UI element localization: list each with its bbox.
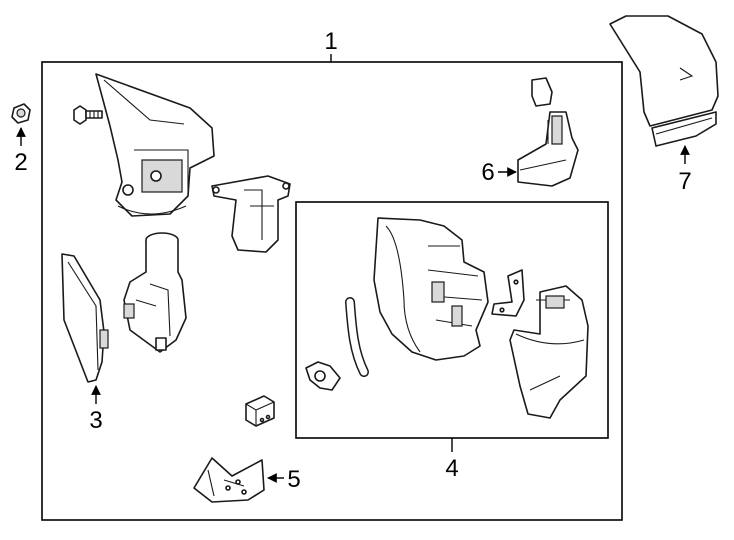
- callout-1[interactable]: 1: [324, 28, 338, 62]
- mirror-glass-part[interactable]: [61, 253, 109, 383]
- callout-6[interactable]: 6: [481, 159, 517, 186]
- mirror-housing[interactable]: [373, 217, 489, 361]
- mirror-actuator[interactable]: [123, 232, 187, 353]
- wire-harness[interactable]: [211, 175, 291, 321]
- callout-5[interactable]: 5: [267, 466, 301, 493]
- lower-cover-part[interactable]: [509, 285, 589, 419]
- l-bracket-part[interactable]: [491, 269, 525, 317]
- mirror-cap-part[interactable]: [609, 15, 719, 147]
- callout-6-label: 6: [481, 159, 494, 186]
- connector-part[interactable]: [245, 395, 275, 427]
- callout-4-label: 4: [445, 455, 458, 482]
- assembly-frame: [41, 61, 623, 521]
- hose-part[interactable]: [345, 297, 369, 377]
- callout-7[interactable]: 7: [678, 145, 692, 195]
- signal-clip-part[interactable]: [517, 77, 579, 187]
- callout-2[interactable]: 2: [14, 127, 28, 176]
- callout-1-label: 1: [324, 28, 337, 55]
- nut-part[interactable]: [11, 103, 31, 124]
- base-cover-part[interactable]: [193, 457, 265, 503]
- callout-7-label: 7: [678, 168, 691, 195]
- callout-3-label: 3: [89, 407, 102, 434]
- callout-2-label: 2: [14, 149, 27, 176]
- callout-4[interactable]: 4: [445, 438, 459, 482]
- callout-3[interactable]: 3: [89, 385, 103, 434]
- mirror-base-bracket[interactable]: [95, 73, 215, 217]
- callout-5-label: 5: [287, 466, 300, 493]
- hose-clip-part[interactable]: [305, 361, 341, 391]
- bolt-part[interactable]: [73, 105, 103, 125]
